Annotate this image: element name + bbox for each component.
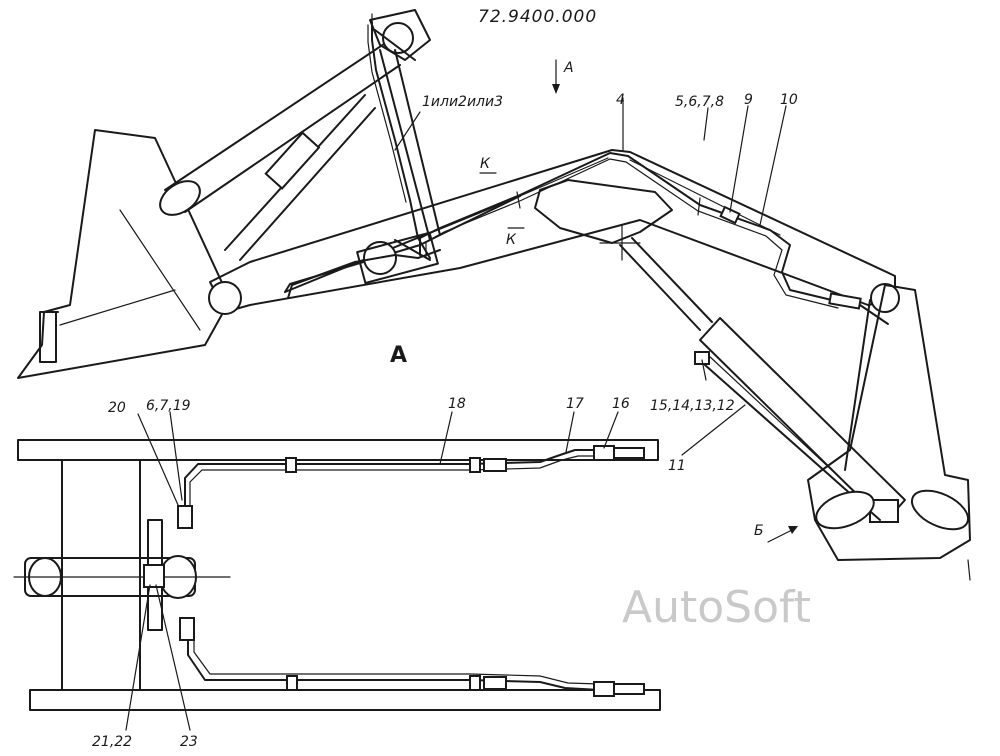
callout-11: 11 [668, 458, 686, 474]
upper-frame-rail [17, 439, 659, 461]
upper-hydraulic-line [184, 449, 601, 509]
section-mark-k-upper: К [480, 156, 491, 172]
column-base-plate [39, 311, 57, 363]
lower-frame-rail [29, 689, 661, 711]
arrow-b-head [788, 526, 798, 534]
leader-11 [681, 404, 746, 456]
callout-20: 20 [108, 400, 126, 416]
hose-1-2-3-inner [367, 24, 407, 203]
leader-16 [603, 411, 619, 449]
fitting-6-7-19 [177, 505, 193, 529]
callout-6-7-19: 6,7,19 [146, 398, 191, 414]
clamp-5-8 [697, 197, 701, 216]
coupler-lower [483, 676, 507, 690]
leader-21-22 [125, 584, 151, 731]
leader-12-16 [701, 359, 707, 381]
plan-view-a [13, 411, 661, 731]
leader-6-7-19 [169, 411, 183, 501]
clamp-left [516, 191, 521, 209]
leader-20 [137, 413, 179, 506]
callout-23: 23 [180, 734, 198, 750]
lift-cylinder [159, 39, 401, 261]
section-mark-k-lower: К [506, 232, 517, 248]
clamp-upper-2 [469, 457, 481, 473]
hose-end-16 [613, 447, 645, 459]
coupler-upper [483, 458, 507, 472]
fitting-lower-end [593, 681, 615, 697]
callout-4: 4 [616, 92, 625, 108]
brace-bar-2 [394, 49, 441, 236]
main-boom [208, 149, 900, 315]
leader-1-2-3 [394, 111, 421, 151]
top-pivot-bracket [369, 9, 431, 61]
callout-17: 17 [566, 396, 584, 412]
lower-hose-run [287, 249, 441, 299]
block-21-22 [143, 564, 165, 588]
fitting-9 [719, 205, 741, 225]
arm-cylinder [619, 237, 906, 523]
column-rib-2 [59, 289, 176, 326]
brace-bar [379, 49, 431, 241]
fitting-lower-swivel [179, 617, 195, 641]
leader-18 [439, 411, 453, 465]
callout-5-8: 5,6,7,8 [675, 94, 724, 110]
leader-10 [759, 105, 787, 226]
callout-16: 16 [612, 396, 630, 412]
clamp-lower-2 [469, 675, 481, 691]
lower-hydraulic-line [187, 627, 601, 691]
leader-23 [155, 584, 191, 731]
hose-10-inner [425, 158, 839, 309]
lower-line-inner [193, 627, 601, 685]
clamp-lower-1 [286, 675, 298, 691]
fitting-12-16 [694, 351, 710, 365]
arrow-mark-b: Б [754, 523, 764, 539]
hose-10 [419, 152, 841, 303]
watermark: AutoSoft [622, 582, 811, 633]
callout-12-16: 15,14,13,12 [650, 398, 735, 414]
drawing-number: 72.9400.000 [478, 7, 597, 27]
hose-tail [859, 304, 889, 325]
fitting-coupler [828, 292, 862, 310]
clamp-upper-1 [285, 457, 297, 473]
leader-17 [565, 411, 575, 453]
callout-21-22: 21,22 [92, 734, 132, 750]
callout-9: 9 [744, 92, 753, 108]
view-title: А [390, 343, 407, 368]
view-arrow-head [552, 84, 560, 94]
side-view [17, 9, 971, 581]
leader-9 [729, 105, 749, 213]
callout-18: 18 [448, 396, 466, 412]
view-marker: А [563, 60, 574, 76]
callout-10: 10 [780, 92, 798, 108]
column-rib [119, 209, 201, 331]
callout-1-2-3: 1или2или3 [422, 94, 503, 110]
hose-end-lower [613, 683, 645, 695]
bucket-linkage [807, 284, 971, 581]
knuckle-cover [534, 179, 673, 244]
leader-5-8 [703, 107, 709, 141]
